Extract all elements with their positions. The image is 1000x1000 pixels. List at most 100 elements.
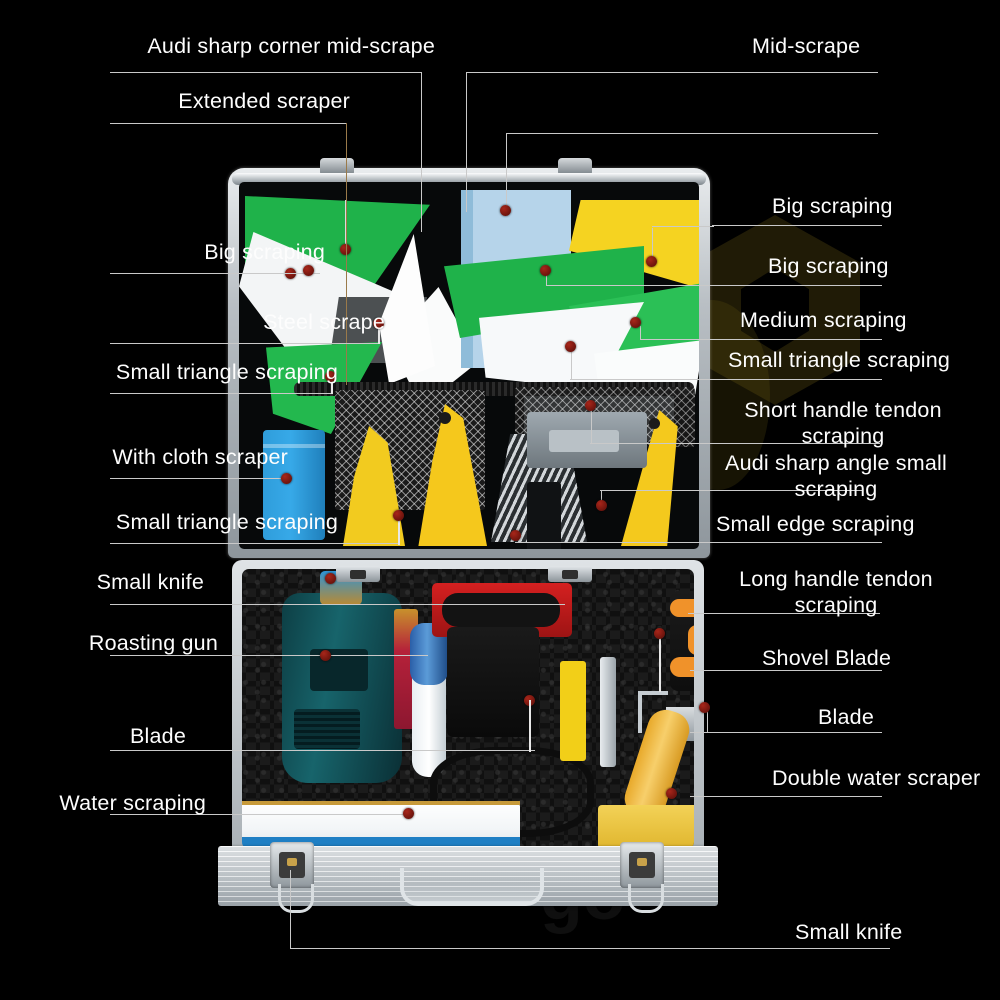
leader-with-cloth-scraper-h: [110, 478, 288, 479]
leader-small-knife-bottom-v: [290, 870, 291, 949]
case-dring-right: [628, 884, 664, 913]
leader-mid-scrape-h: [466, 72, 878, 73]
tool-tendon-scraper-grip-top: [670, 599, 694, 617]
tool-blue-cloth-scraper: [263, 430, 325, 540]
tool-black-body: [447, 627, 539, 737]
leader-mid-scrape-v2: [506, 133, 507, 208]
leader-roasting-gun-h: [110, 655, 428, 656]
label-double-water-scraper: Double water scraper: [772, 766, 981, 790]
leader-small-knife-left-h: [110, 604, 565, 605]
marker-big-scraping-left: [303, 265, 314, 276]
marker-steel-scrape: [373, 318, 384, 329]
label-small-knife-bottom: Small knife: [795, 920, 903, 944]
label-big-scraping-right-1: Big scraping: [772, 194, 893, 218]
leader-audi-sharp-angle-small-scraping-h: [600, 490, 862, 491]
label-mid-scrape: Mid-scrape: [752, 34, 861, 58]
leader-big-scraping-right-1-h2: [652, 226, 714, 227]
case-latch-right: [620, 842, 664, 888]
leader-long-handle-tendon-scraping-stub: [659, 632, 661, 692]
leader-big-scraping-right-1-v: [652, 228, 653, 260]
leader-medium-scraping-h: [640, 339, 882, 340]
tool-tendon-scraper-grip-bot: [670, 657, 694, 677]
label-roasting-gun: Roasting gun: [88, 631, 218, 655]
label-audi-sharp-angle-small-scraping: Audi sharp angle small scraping: [725, 451, 947, 501]
case-dring-left: [278, 884, 314, 913]
leader-big-scraping-left-h: [110, 273, 320, 274]
leader-big-scraping-right-2-h: [655, 285, 882, 286]
marker-blade-right: [699, 702, 710, 713]
leader-blade-right-v: [707, 710, 708, 733]
leader-big-scraping-right-2-v: [546, 272, 547, 286]
lid-interior: [239, 182, 699, 549]
leader-small-triangle-left-1-stub: [331, 378, 333, 394]
leader-audi-sharp-corner-mid-scrape-h: [110, 72, 422, 73]
case-carry-handle[interactable]: [400, 868, 544, 906]
label-blade-right: Blade: [818, 705, 874, 729]
tool-yellow-scraper-2-hole: [439, 412, 451, 424]
label-shovel-blade: Shovel Blade: [762, 646, 892, 670]
leader-small-triangle-left-2-stub: [398, 515, 400, 545]
label-medium-scraping: Medium scraping: [740, 308, 907, 332]
tool-hex-key-leg: [638, 691, 642, 733]
marker-long-handle-tendon-scraping: [654, 628, 665, 639]
tool-yellow-scraper-3-hole: [649, 418, 660, 429]
lid-clasp-left: [320, 158, 354, 174]
tool-heat-gun-display: [310, 649, 368, 691]
tool-grey-squeegee-plate: [549, 430, 619, 452]
tool-hex-key: [638, 691, 668, 695]
tool-blade-strip: [600, 657, 616, 767]
leader-mid-scrape-h2: [506, 133, 878, 134]
label-small-triangle-scraping-right: Small triangle scraping: [728, 348, 951, 372]
marker-small-triangle-scraping-right: [565, 341, 576, 352]
case-front-panel: [218, 842, 718, 913]
leader-steel-scrape-h: [110, 343, 378, 344]
case-hinge-right: [548, 566, 592, 582]
case-latch-left: [270, 842, 314, 888]
label-big-scraping-right-2: Big scraping: [768, 254, 889, 278]
marker-with-cloth-scraper: [281, 473, 292, 484]
leader-double-water-scraper-h: [690, 796, 882, 797]
leader-water-scraping-h: [110, 814, 410, 815]
label-small-edge-scraping: Small edge scraping: [716, 512, 915, 536]
marker-audi-sharp-corner-mid-scrape: [340, 244, 351, 255]
leader-short-handle-tendon-scraping-v: [591, 408, 592, 444]
leader-audi-sharp-corner-mid-scrape-v: [421, 72, 422, 232]
marker-roasting-gun: [320, 650, 331, 661]
marker-small-triangle-scraping-left-2: [393, 510, 404, 521]
leader-mid-scrape-v: [466, 72, 467, 212]
leader-big-scraping-right-2-h2: [546, 285, 656, 286]
case-base: [218, 560, 718, 928]
tool-blue-cloth-scraper-ridge: [263, 444, 325, 448]
marker-small-edge-scraping: [510, 530, 521, 541]
marker-big-scraping-right-1: [646, 256, 657, 267]
leader-medium-scraping-v: [640, 326, 641, 340]
tool-yellow-bar: [560, 661, 586, 761]
tool-yellow-squeegee-blade: [598, 805, 694, 849]
tool-water-scraper-gold-strip: [242, 801, 520, 805]
lid-clasp-right: [558, 158, 592, 174]
tool-black-handle-post: [527, 482, 561, 549]
leader-blade-left-stub: [529, 700, 531, 752]
marker-big-scraping-right-2: [540, 265, 551, 276]
leader-audi-sharp-corner-stub: [345, 200, 347, 248]
label-with-cloth-scraper: With cloth scraper: [112, 445, 288, 469]
label-long-handle-tendon-scraping: Long handle tendon scraping: [739, 567, 933, 617]
leader-blade-right-h: [690, 732, 882, 733]
marker-medium-scraping: [630, 317, 641, 328]
marker-small-knife-left: [325, 573, 336, 584]
leader-long-handle-tendon-scraping-h: [688, 613, 880, 614]
tool-case-photo: [218, 158, 718, 928]
leader-small-triangle-scraping-left-1-h: [110, 393, 332, 394]
label-small-triangle-scraping-left-1: Small triangle scraping: [115, 360, 338, 384]
leader-steel-scrape-stub: [378, 322, 380, 344]
tool-tendon-scraper-grip-mid: [688, 625, 694, 655]
leader-small-knife-bottom-h: [290, 948, 890, 949]
label-short-handle-tendon-scraping: Short handle tendon scraping: [744, 398, 942, 448]
label-audi-sharp-corner-mid-scrape: Audi sharp corner mid-scrape: [147, 34, 435, 58]
marker-short-handle-tendon-scraping: [585, 400, 596, 411]
label-small-triangle-scraping-left-2: Small triangle scraping: [115, 510, 338, 534]
label-big-scraping-left: Big scraping: [204, 240, 325, 264]
marker-water-scraping: [403, 808, 414, 819]
tool-heat-gun-vents: [294, 709, 360, 749]
